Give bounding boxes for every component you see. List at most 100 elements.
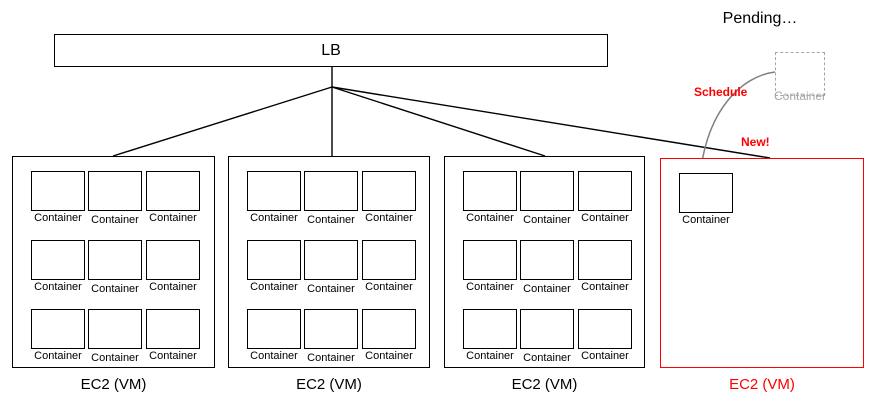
container-label: Container xyxy=(91,214,139,226)
vm-caption-3: EC2 (VM) xyxy=(511,376,578,393)
vm-box-4[interactable]: Container xyxy=(660,158,864,368)
container-label: Container xyxy=(523,283,571,295)
container-label: Container xyxy=(250,212,298,224)
container-label: Container xyxy=(34,212,82,224)
container-box-icon xyxy=(520,171,574,211)
annotation-schedule: Schedule xyxy=(694,85,748,99)
vm-caption-4: EC2 (VM) xyxy=(729,376,795,393)
container-label: Container xyxy=(365,350,413,362)
container-box-icon xyxy=(146,171,200,211)
container-box-icon xyxy=(463,240,517,280)
container-label: Container xyxy=(523,214,571,226)
container-cell[interactable]: Container xyxy=(31,171,85,225)
container-label: Container xyxy=(682,214,730,226)
container-cell[interactable]: Container xyxy=(88,240,142,296)
container-label: Container xyxy=(581,281,629,293)
container-cell[interactable]: Container xyxy=(146,309,200,363)
container-cell[interactable]: Container xyxy=(31,240,85,294)
container-cell[interactable]: Container xyxy=(88,171,142,227)
container-cell[interactable]: Container xyxy=(247,309,301,363)
container-box-icon xyxy=(31,309,85,349)
container-label: Container xyxy=(466,212,514,224)
container-cell[interactable]: Container xyxy=(247,171,301,225)
container-label: Container xyxy=(149,350,197,362)
container-cell[interactable]: Container xyxy=(362,171,416,225)
container-cell[interactable]: Container xyxy=(362,240,416,294)
container-box-icon xyxy=(247,309,301,349)
container-label: Container xyxy=(365,212,413,224)
container-cell[interactable]: Container xyxy=(520,171,574,227)
container-cell[interactable]: Container xyxy=(146,171,200,225)
container-box-icon xyxy=(247,171,301,211)
container-cell[interactable]: Container xyxy=(463,171,517,225)
container-box-icon xyxy=(679,173,733,213)
container-label: Container xyxy=(91,352,139,364)
container-box-icon xyxy=(578,171,632,211)
container-cell[interactable]: Container xyxy=(578,240,632,294)
load-balancer-label: LB xyxy=(321,41,341,59)
container-box-icon xyxy=(362,171,416,211)
container-box-icon xyxy=(31,171,85,211)
container-label: Container xyxy=(581,350,629,362)
container-cell[interactable]: Container xyxy=(679,173,733,227)
container-box-icon xyxy=(304,240,358,280)
container-box-icon xyxy=(578,240,632,280)
container-box-icon xyxy=(88,171,142,211)
container-label: Container xyxy=(250,281,298,293)
container-label: Container xyxy=(307,352,355,364)
vm-caption-1: EC2 (VM) xyxy=(80,376,147,393)
container-box-icon xyxy=(247,240,301,280)
container-cell[interactable]: Container xyxy=(520,309,574,365)
load-balancer-box[interactable]: LB xyxy=(54,34,608,67)
container-box-icon xyxy=(146,309,200,349)
container-box-icon xyxy=(463,171,517,211)
container-cell[interactable]: Container xyxy=(463,309,517,363)
container-box-icon xyxy=(578,309,632,349)
container-label: Container xyxy=(523,352,571,364)
container-cell[interactable]: Container xyxy=(247,240,301,294)
container-cell[interactable]: Container xyxy=(362,309,416,363)
container-label: Container xyxy=(581,212,629,224)
container-cell[interactable]: Container xyxy=(146,240,200,294)
container-box-icon xyxy=(362,240,416,280)
container-label: Container xyxy=(34,281,82,293)
container-label: Container xyxy=(91,283,139,295)
pending-container-box[interactable] xyxy=(775,52,825,96)
container-box-icon xyxy=(88,309,142,349)
container-label: Container xyxy=(250,350,298,362)
container-box-icon xyxy=(520,309,574,349)
pending-container-label: Container xyxy=(773,89,827,103)
container-box-icon xyxy=(304,309,358,349)
vm-caption-2: EC2 (VM) xyxy=(296,376,362,393)
pending-title: Pending… xyxy=(722,10,798,27)
container-label: Container xyxy=(307,283,355,295)
edge-lb-to-vm-3 xyxy=(331,86,546,157)
container-cell[interactable]: Container xyxy=(31,309,85,363)
container-cell[interactable]: Container xyxy=(520,240,574,296)
container-cell[interactable]: Container xyxy=(88,309,142,365)
container-label: Container xyxy=(307,214,355,226)
container-cell[interactable]: Container xyxy=(578,309,632,363)
container-box-icon xyxy=(31,240,85,280)
container-cell[interactable]: Container xyxy=(463,240,517,294)
container-cell[interactable]: Container xyxy=(578,171,632,225)
container-label: Container xyxy=(149,212,197,224)
container-cell[interactable]: Container xyxy=(304,240,358,296)
container-cell[interactable]: Container xyxy=(304,309,358,365)
container-label: Container xyxy=(149,281,197,293)
container-box-icon xyxy=(146,240,200,280)
container-label: Container xyxy=(466,350,514,362)
container-box-icon xyxy=(463,309,517,349)
container-box-icon xyxy=(520,240,574,280)
container-label: Container xyxy=(34,350,82,362)
annotation-new: New! xyxy=(741,135,770,149)
container-box-icon xyxy=(88,240,142,280)
container-cell[interactable]: Container xyxy=(304,171,358,227)
container-box-icon xyxy=(304,171,358,211)
edge-lb-to-vm-1 xyxy=(112,86,333,157)
container-box-icon xyxy=(362,309,416,349)
